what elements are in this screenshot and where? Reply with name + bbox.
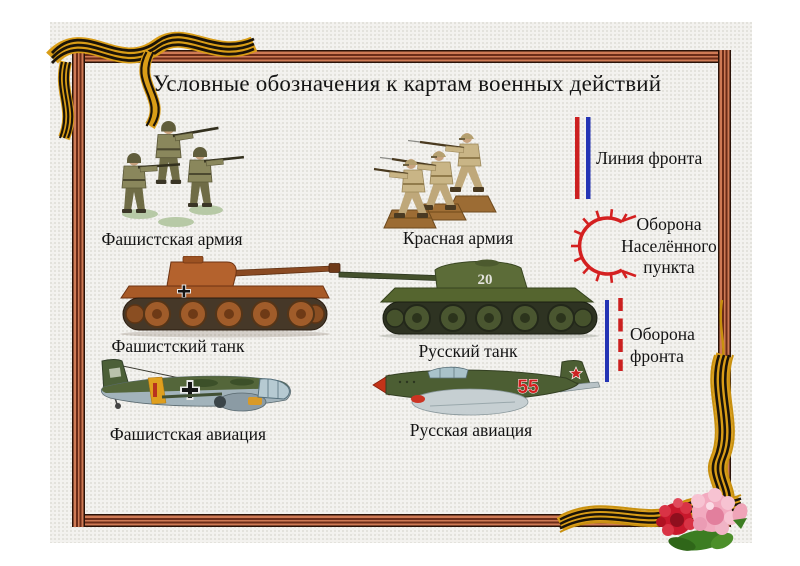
soldier <box>187 147 245 207</box>
balkenkreuz-cross <box>177 284 191 298</box>
front-defense-symbol <box>605 298 623 382</box>
red-star <box>568 366 584 380</box>
st-george-ribbon-right <box>708 299 735 509</box>
caption-fascist-army: Фашистская армия <box>101 229 243 249</box>
settlement-defense-symbol <box>571 209 637 283</box>
pink-carnation <box>691 488 738 535</box>
fascist-aviation-image <box>100 359 291 412</box>
legend-front-defense-label: Оборона фронта <box>630 324 730 367</box>
soldier <box>155 120 219 184</box>
wing <box>411 388 529 416</box>
road-wheels <box>403 304 575 332</box>
glazed-cockpit <box>257 378 290 400</box>
legend-settlement-defense-label: Оборона Населённого пункта <box>606 214 732 279</box>
fascist-army-image <box>121 120 245 227</box>
plane-number: 55 <box>517 377 539 398</box>
legend-line: Оборона <box>636 214 702 234</box>
legend-front-line-label: Линия фронта <box>596 148 703 168</box>
page-title: Условные обозначения к картам военных де… <box>152 71 662 96</box>
caption-fascist-tank: Фашистский танк <box>111 336 245 356</box>
legend-line: пункта <box>643 257 695 277</box>
road-wheels <box>143 300 315 328</box>
slide-background <box>50 22 752 543</box>
legend-line: фронта <box>630 345 684 366</box>
soldier <box>379 151 456 210</box>
red-army-image <box>373 133 497 229</box>
soldier <box>121 153 181 213</box>
caption-fascist-aviation: Фашистская авиация <box>109 424 267 444</box>
balkenkreuz-cross <box>180 380 200 400</box>
soldier <box>407 133 484 192</box>
legend-line: Оборона <box>630 324 695 344</box>
legend-line: Населённого <box>621 235 717 256</box>
fascist-tank-image <box>120 256 341 338</box>
tank-gun-barrel <box>338 271 450 282</box>
red-carnation <box>656 498 696 536</box>
frame-border-left <box>72 50 85 527</box>
cockpit-canopy <box>427 366 469 379</box>
front-line-symbol <box>575 117 591 199</box>
st-george-ribbon-top-left <box>46 31 258 141</box>
soldier <box>373 159 428 218</box>
russian-tank-image: 20 <box>338 259 599 340</box>
caption-red-army: Красная армия <box>402 228 514 248</box>
caption-russian-aviation: Русская авиация <box>409 420 533 440</box>
caption-russian-tank: Русский танк <box>418 341 518 361</box>
flower-bud <box>732 503 748 529</box>
russian-aviation-image: 55 <box>372 360 601 416</box>
tank-number: 20 <box>478 272 493 288</box>
carnation-flowers <box>656 488 748 551</box>
